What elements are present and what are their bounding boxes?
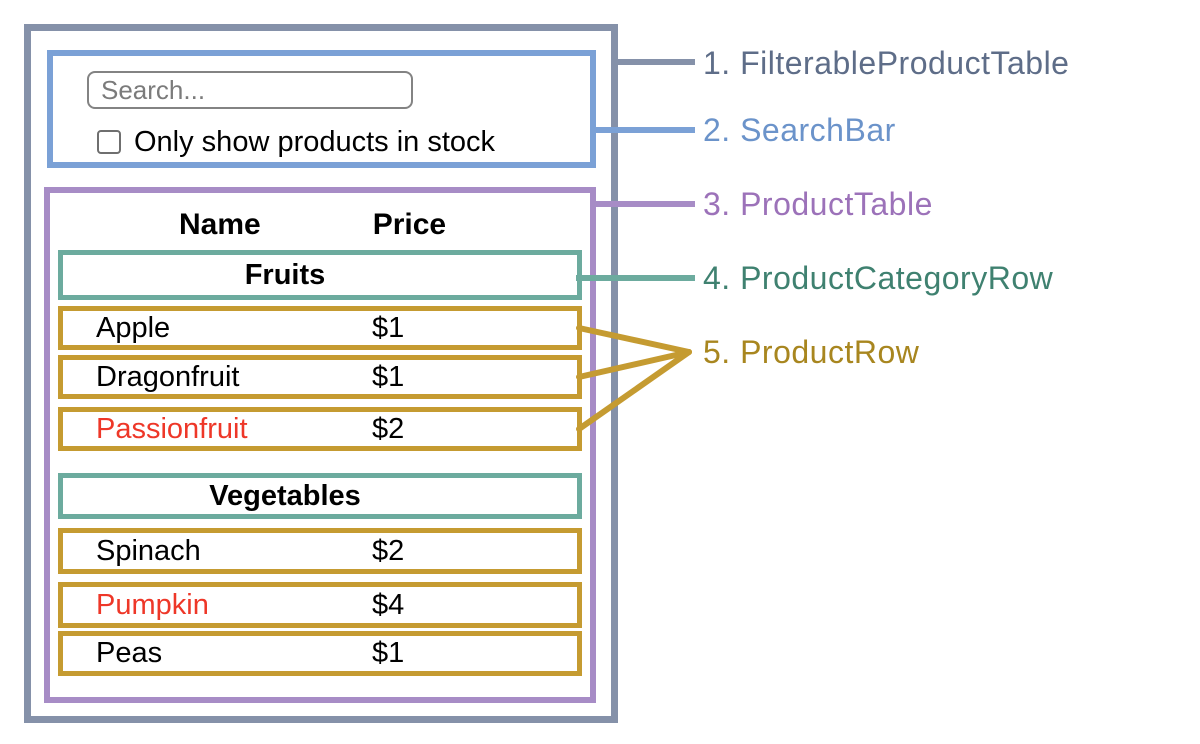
product-price: $1 <box>372 360 405 393</box>
category-row-vegetables: Vegetables <box>58 473 582 519</box>
product-price: $1 <box>372 311 405 344</box>
product-row-dragonfruit: Dragonfruit $1 <box>58 355 582 399</box>
category-label: Vegetables <box>209 479 361 512</box>
product-row-passionfruit: Passionfruit $2 <box>58 407 582 451</box>
connector-line-search-bar <box>590 127 695 133</box>
legend-label-search-bar: 2. SearchBar <box>703 112 896 148</box>
product-row-peas: Peas $1 <box>58 631 582 676</box>
product-row-pumpkin: Pumpkin $4 <box>58 582 582 628</box>
connector-line-filterable-product-table <box>612 59 695 65</box>
table-header-row: Name Price <box>58 206 582 244</box>
legend-label-product-category-row: 4. ProductCategoryRow <box>703 260 1054 296</box>
connector-line-product-category-row <box>576 275 695 281</box>
product-price: $2 <box>372 412 405 445</box>
legend-label-product-table: 3. ProductTable <box>703 186 933 222</box>
legend-label-product-row: 5. ProductRow <box>703 334 920 370</box>
category-row-fruits: Fruits <box>58 250 582 300</box>
product-price: $1 <box>372 637 405 669</box>
category-label: Fruits <box>244 258 326 291</box>
in-stock-checkbox[interactable] <box>97 130 121 154</box>
product-name: Dragonfruit <box>96 360 240 393</box>
search-input[interactable] <box>87 71 413 109</box>
product-price: $4 <box>372 588 405 621</box>
product-row-apple: Apple $1 <box>58 306 582 350</box>
column-header-price: Price <box>372 208 447 241</box>
search-bar-box <box>47 50 596 168</box>
legend-label-filterable-product-table: 1. FilterableProductTable <box>703 45 1070 81</box>
product-name: Peas <box>96 637 163 669</box>
in-stock-filter: Only show products in stock <box>97 126 496 158</box>
in-stock-checkbox-label: Only show products in stock <box>134 126 496 158</box>
product-row-spinach: Spinach $2 <box>58 528 582 574</box>
product-name: Apple <box>96 311 171 344</box>
connector-line-product-table <box>590 201 695 207</box>
product-name-out-of-stock: Pumpkin <box>96 588 209 621</box>
product-price: $2 <box>372 534 405 567</box>
column-header-name: Name <box>179 208 261 241</box>
product-name: Spinach <box>96 534 201 567</box>
product-name-out-of-stock: Passionfruit <box>96 412 248 445</box>
